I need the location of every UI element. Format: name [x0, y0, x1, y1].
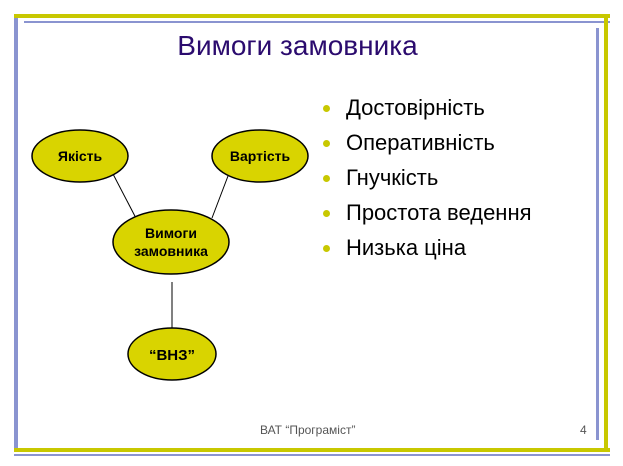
bullet-dot-icon — [323, 210, 330, 217]
node-quality-label: Якість — [58, 148, 103, 164]
node-cost: Вартість — [211, 129, 309, 183]
node-university-label: “ВНЗ” — [149, 347, 195, 364]
bullet-item: Гнучкість — [320, 162, 532, 197]
slide-title: Вимоги замовника — [177, 30, 418, 61]
right-blue-bar — [596, 28, 599, 440]
bottom-yellow-bar — [14, 448, 610, 452]
page-number: 4 — [580, 423, 587, 437]
node-quality: Якість — [31, 129, 129, 183]
bullet-dot-icon — [323, 140, 330, 147]
bullet-dot-icon — [323, 175, 330, 182]
right-yellow-bar — [604, 18, 608, 450]
top-blue-bar — [24, 21, 610, 23]
node-cost-label: Вартість — [230, 148, 291, 164]
node-center-label-line: Вимоги — [145, 225, 197, 241]
left-blue-bar — [14, 18, 18, 450]
bottom-blue-bar — [14, 454, 610, 456]
node-university: “ВНЗ” — [127, 327, 217, 381]
bullet-item: Простота ведення — [320, 197, 532, 232]
node-center-label-line: замовника — [134, 243, 208, 259]
bullet-item: Оперативність — [320, 127, 532, 162]
connector-cost — [211, 175, 229, 219]
footer-company: ВАТ “Програміст” — [260, 423, 356, 437]
bullet-list: Достовірність Оперативність Гнучкість Пр… — [320, 92, 532, 267]
node-center: Вимоги замовника — [112, 209, 230, 275]
bullet-item: Достовірність — [320, 92, 532, 127]
bullet-dot-icon — [323, 105, 330, 112]
node-center-label: Вимоги замовника — [134, 225, 208, 259]
top-yellow-bar — [14, 14, 610, 18]
bullet-item: Низька ціна — [320, 232, 532, 267]
connector-quality — [112, 173, 139, 223]
bullet-dot-icon — [323, 245, 330, 252]
